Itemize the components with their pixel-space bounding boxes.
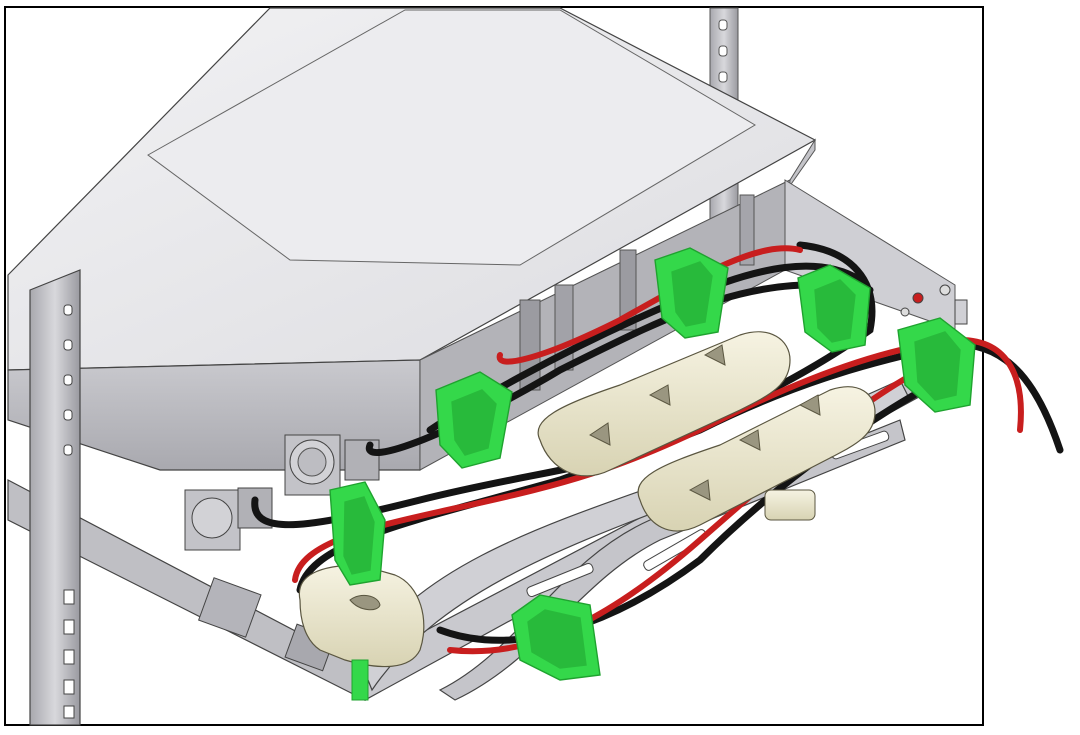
strap-front-left <box>329 481 386 586</box>
cable-covers <box>298 331 876 668</box>
velcro-straps <box>329 247 976 681</box>
rear-bracket-hardware <box>900 284 968 325</box>
strap-rear-left <box>654 247 729 339</box>
strap-right-exit <box>897 317 976 413</box>
cover-latch <box>764 489 816 521</box>
rack-post-front <box>29 269 81 726</box>
strap-rear-right <box>797 264 871 353</box>
cable-cover-front <box>298 564 425 668</box>
strap-front-lower <box>511 594 601 681</box>
cable-cover-lower <box>637 386 876 532</box>
strap-middle-left <box>435 371 513 469</box>
rail-release-latch <box>351 659 369 701</box>
cable-cover-upper <box>537 331 791 477</box>
